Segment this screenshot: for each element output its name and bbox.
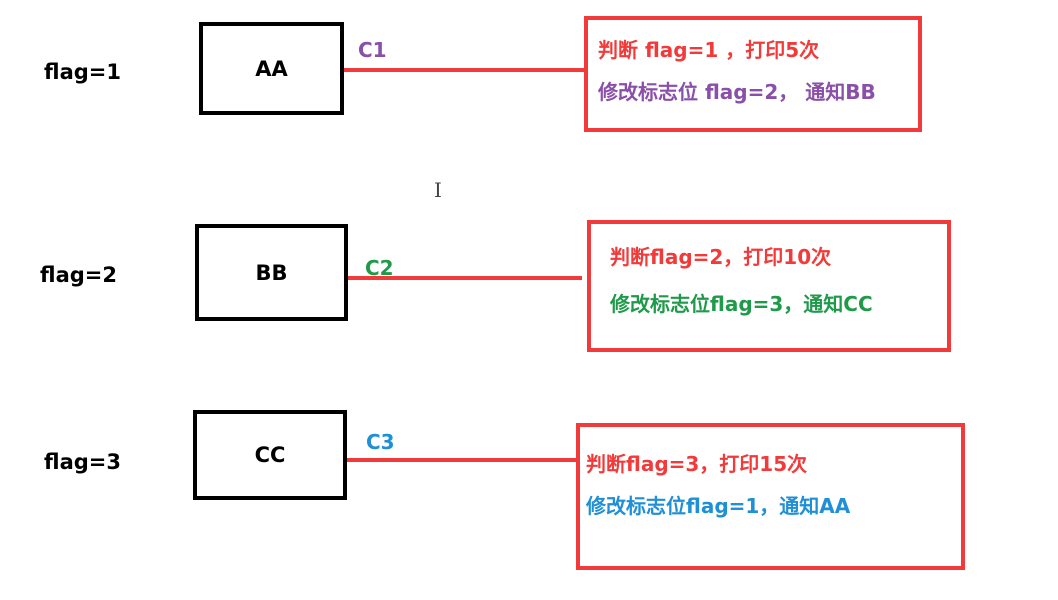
note-box	[576, 423, 965, 570]
text-cursor-icon: I	[434, 178, 442, 202]
flag-label: flag=2	[40, 263, 117, 287]
condition-label: C3	[366, 430, 395, 454]
thread-box-cc: CC	[193, 410, 347, 500]
thread-label: AA	[255, 56, 288, 81]
connector-line	[348, 276, 582, 280]
thread-box-aa: AA	[199, 22, 344, 115]
flag-label: flag=3	[44, 450, 121, 474]
note-line-update: 修改标志位flag=1，通知AA	[586, 494, 851, 518]
connector-line	[344, 68, 584, 72]
thread-label: BB	[255, 260, 288, 285]
note-box	[584, 16, 922, 132]
note-line-judge: 判断flag=2，打印10次	[610, 245, 832, 269]
note-line-judge: 判断flag=3，打印15次	[586, 452, 808, 476]
condition-label: C1	[358, 38, 387, 62]
note-line-judge: 判断 flag=1 ，打印5次	[598, 38, 820, 62]
note-line-update: 修改标志位 flag=2， 通知BB	[598, 80, 876, 104]
thread-box-bb: BB	[195, 224, 348, 321]
thread-label: CC	[254, 443, 286, 467]
flag-label: flag=1	[44, 60, 121, 84]
connector-line	[347, 458, 579, 462]
note-box	[587, 220, 951, 352]
condition-label: C2	[365, 256, 394, 280]
note-line-update: 修改标志位flag=3，通知CC	[610, 292, 873, 316]
